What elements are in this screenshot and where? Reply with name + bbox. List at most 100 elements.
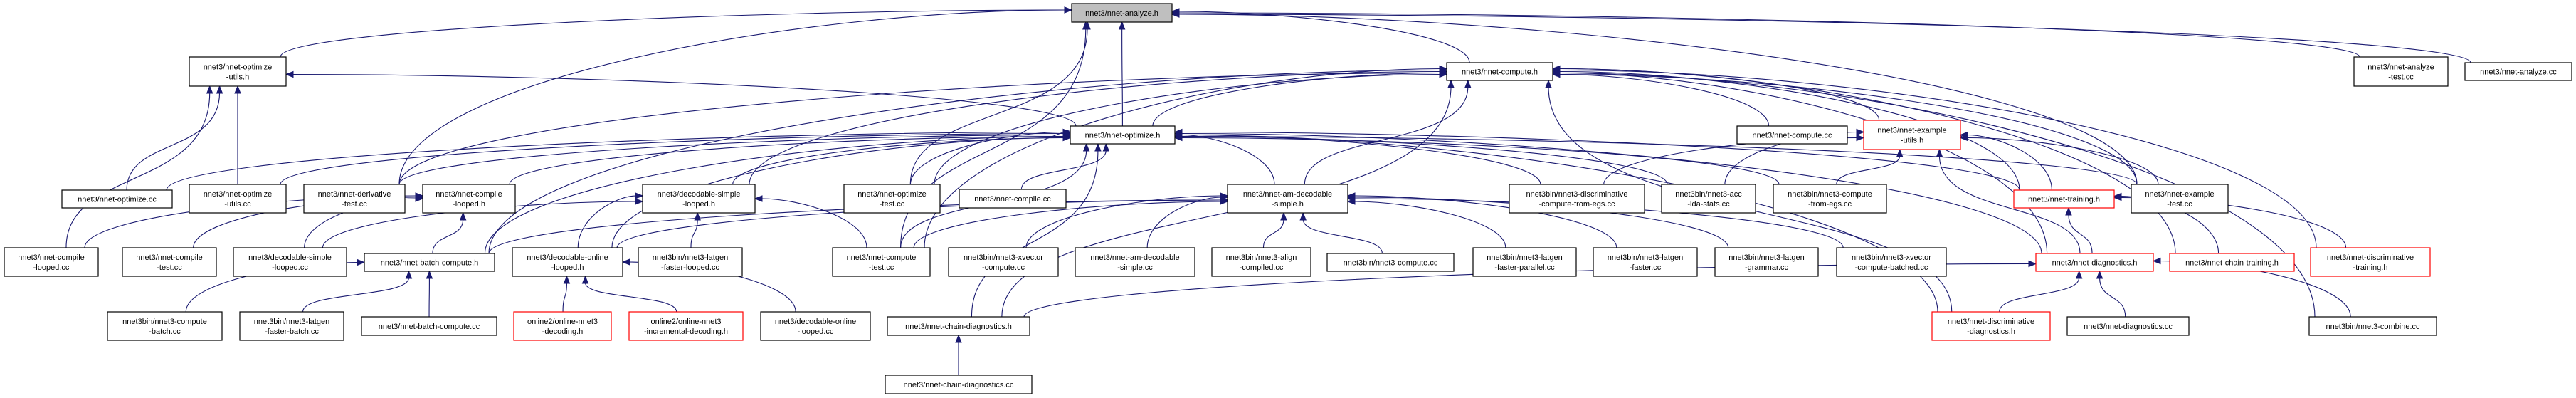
graph-node-analyze-test-cc[interactable]: nnet3/nnet-analyze-test.cc — [2353, 56, 2449, 87]
node-box — [239, 311, 344, 341]
graph-node-compute-cc[interactable]: nnet3/nnet-compute.cc — [1736, 125, 1848, 145]
graph-node-derivative-test-cc[interactable]: nnet3/nnet-derivative-test.cc — [303, 184, 406, 214]
graph-node-compile-test-cc[interactable]: nnet3/nnet-compile-test.cc — [122, 247, 217, 277]
node-box — [2131, 184, 2229, 214]
graph-node-compile-cc[interactable]: nnet3/nnet-compile.cc — [959, 189, 1067, 209]
edge-compile_looped_h-to-optimize_h — [509, 135, 1065, 185]
node-label: nnet3/nnet-batch-compute.h — [381, 259, 479, 268]
node-box — [2308, 316, 2437, 336]
edge-decodable_simple_looped_cc-to-decodable_simple_looped_h — [322, 201, 637, 248]
node-label: -compute-batched.cc — [1855, 263, 1928, 272]
graph-node-discriminative-diagnostics-h[interactable]: nnet3/nnet-discriminative-diagnostics.h — [1931, 311, 2051, 341]
node-label: nnet3/nnet-derivative — [318, 190, 391, 199]
graph-node-compute-test-cc[interactable]: nnet3/nnet-compute-test.cc — [832, 247, 931, 277]
graph-node-decodable-simple-looped-cc[interactable]: nnet3/decodable-simple-looped.cc — [233, 247, 347, 277]
edge-compute_cc-to-compute_h — [1558, 73, 1770, 127]
node-box — [1661, 184, 1756, 214]
graph-node-compile-looped-h[interactable]: nnet3/nnet-compile-looped.h — [422, 184, 516, 214]
node-box — [948, 247, 1059, 277]
graph-node-latgen-grammar-cc[interactable]: nnet3bin/nnet3-latgen-grammar.cc — [1714, 247, 1819, 277]
graph-node-decodable-online-looped-cc[interactable]: nnet3/decodable-online-looped.cc — [760, 311, 871, 341]
node-box — [959, 189, 1067, 209]
graph-node-latgen-faster-looped-cc[interactable]: nnet3bin/nnet3-latgen-faster-looped.cc — [638, 247, 743, 277]
graph-node-am-decodable-simple-h[interactable]: nnet3/nnet-am-decodable-simple.h — [1227, 184, 1348, 214]
node-label: nnet3/nnet-analyze — [2368, 63, 2434, 72]
graph-node-combine-cc[interactable]: nnet3bin/nnet3-combine.cc — [2308, 316, 2437, 336]
node-label: -test.cc — [869, 263, 894, 272]
node-box — [1446, 62, 1553, 81]
graph-node-compute-h[interactable]: nnet3/nnet-compute.h — [1446, 62, 1553, 81]
node-box — [513, 311, 612, 341]
graph-node-discriminative-training-h[interactable]: nnet3/nnet-discriminative-training.h — [2310, 247, 2431, 277]
graph-node-analyze-cc[interactable]: nnet3/nnet-analyze.cc — [2464, 62, 2572, 81]
graph-node-training-h[interactable]: nnet3/nnet-training.h — [2013, 189, 2115, 209]
node-label: nnet3/nnet-chain-training.h — [2185, 259, 2279, 268]
node-box — [2169, 253, 2295, 272]
graph-node-diagnostics-cc[interactable]: nnet3/nnet-diagnostics.cc — [2066, 316, 2190, 336]
graph-node-optimize-utils-h[interactable]: nnet3/nnet-optimize-utils.h — [189, 56, 287, 87]
node-box — [1326, 253, 1455, 272]
node-box — [760, 311, 871, 341]
edge-discriminative_training_h-to-compute_h — [1558, 69, 2317, 248]
graph-node-optimize-utils-cc[interactable]: nnet3/nnet-optimize-utils.cc — [189, 184, 287, 214]
graph-node-am-decodable-simple-cc[interactable]: nnet3/nnet-am-decodable-simple.cc — [1075, 247, 1195, 277]
arrowhead-icon — [2113, 194, 2122, 201]
edge-compile_cc-to-optimize_h — [1020, 150, 1107, 190]
node-label: nnet3bin/nnet3-xvector — [1852, 253, 1931, 262]
node-label: nnet3/nnet-optimize.cc — [78, 196, 157, 204]
graph-node-latgen-faster-batch-cc[interactable]: nnet3bin/nnet3-latgen-faster-batch.cc — [239, 311, 344, 341]
node-label: nnet3bin/nnet3-compute.cc — [1344, 259, 1438, 268]
edge-training_h-to-example_utils_h — [1966, 134, 2052, 191]
arrowhead-icon — [1464, 79, 1472, 88]
graph-node-compile-looped-cc[interactable]: nnet3/nnet-compile-looped.cc — [4, 247, 99, 277]
node-label: nnet3/nnet-compile — [136, 253, 203, 262]
edge-nnet3_compute_cc-to-am_decodable_simple_h — [1302, 219, 1383, 254]
graph-node-chain-diagnostics-cc[interactable]: nnet3/nnet-chain-diagnostics.cc — [885, 375, 1033, 394]
graph-node-discriminative-compute-from-egs-cc[interactable]: nnet3bin/nnet3-discriminative-compute-fr… — [1509, 184, 1645, 214]
node-label: -utils.h — [1901, 137, 1923, 145]
edge-optimize_cc-to-optimize_utils_h — [126, 92, 221, 191]
graph-node-chain-training-h[interactable]: nnet3/nnet-chain-training.h — [2169, 253, 2295, 272]
graph-node-compute-batch-cc[interactable]: nnet3bin/nnet3-compute-batch.cc — [107, 311, 223, 341]
node-box — [1836, 247, 1947, 277]
graph-node-optimize-h[interactable]: nnet3/nnet-optimize.h — [1070, 125, 1176, 145]
graph-node-diagnostics-h[interactable]: nnet3/nnet-diagnostics.h — [2035, 253, 2154, 272]
arrowhead-icon — [1959, 134, 1968, 142]
arrowhead-icon — [635, 192, 644, 199]
node-box — [832, 247, 931, 277]
graph-node-latgen-faster-parallel-cc[interactable]: nnet3bin/nnet3-latgen-faster-parallel.cc — [1472, 247, 1577, 277]
graph-node-latgen-faster-cc[interactable]: nnet3bin/nnet3-latgen-faster.cc — [1593, 247, 1698, 277]
node-box — [887, 316, 1030, 336]
graph-node-batch-compute-h[interactable]: nnet3/nnet-batch-compute.h — [364, 253, 495, 272]
node-label: nnet3/nnet-example — [1877, 127, 1946, 135]
node-label: nnet3/nnet-compute — [847, 253, 917, 262]
edge-analyze_cc-to-analyze_h — [1178, 14, 2471, 63]
node-label: nnet3/nnet-compile — [436, 190, 502, 199]
graph-node-xvector-compute-batched-cc[interactable]: nnet3bin/nnet3-xvector-compute-batched.c… — [1836, 247, 1947, 277]
edge-diagnostics_h-to-optimize_h — [1181, 132, 2042, 254]
arrowhead-icon — [1062, 134, 1072, 142]
graph-node-decodable-simple-looped-h[interactable]: nnet3/decodable-simple-looped.h — [642, 184, 756, 214]
graph-node-example-utils-h[interactable]: nnet3/nnet-example -utils.h — [1863, 120, 1961, 150]
node-label: nnet3/nnet-optimize — [204, 190, 273, 199]
node-label: -test.cc — [2388, 73, 2414, 82]
graph-node-compute-from-egs-cc[interactable]: nnet3bin/nnet3-compute-from-egs.cc — [1773, 184, 1887, 214]
graph-node-optimize-cc[interactable]: nnet3/nnet-optimize.cc — [61, 189, 173, 209]
arrowhead-icon — [1856, 134, 1865, 142]
graph-node-online-nnet3-incremental-decoding-h[interactable]: online2/online-nnet3-incremental-decodin… — [628, 311, 744, 341]
graph-node-align-compiled-cc[interactable]: nnet3bin/nnet3-align-compiled.cc — [1211, 247, 1311, 277]
edge-optimize_test_cc-to-compute_h — [934, 73, 1441, 185]
node-label: nnet3/decodable-online — [775, 318, 856, 326]
graph-node-online-nnet3-decoding-h[interactable]: online2/online-nnet3-decoding.h — [513, 311, 612, 341]
graph-node-acc-lda-stats-cc[interactable]: nnet3bin/nnet3-acc-lda-stats.cc — [1661, 184, 1756, 214]
node-label: nnet3bin/nnet3-latgen — [653, 253, 728, 262]
node-label: -compute-from-egs.cc — [1539, 200, 1615, 209]
graph-node-decodable-online-looped-h[interactable]: nnet3/decodable-online-looped.h — [512, 247, 623, 277]
graph-node-optimize-test-cc[interactable]: nnet3/nnet-optimize-test.cc — [843, 184, 941, 214]
graph-node-example-test-cc[interactable]: nnet3/nnet-example-test.cc — [2131, 184, 2229, 214]
graph-node-xvector-compute-cc[interactable]: nnet3bin/nnet3-xvector-compute.cc — [948, 247, 1059, 277]
graph-node-chain-diagnostics-h[interactable]: nnet3/nnet-chain-diagnostics.h — [887, 316, 1030, 336]
graph-node-batch-compute-cc[interactable]: nnet3/nnet-batch-compute.cc — [361, 316, 497, 336]
graph-node-nnet3-compute-cc[interactable]: nnet3bin/nnet3-compute.cc — [1326, 253, 1455, 272]
arrowhead-icon — [1856, 128, 1865, 136]
